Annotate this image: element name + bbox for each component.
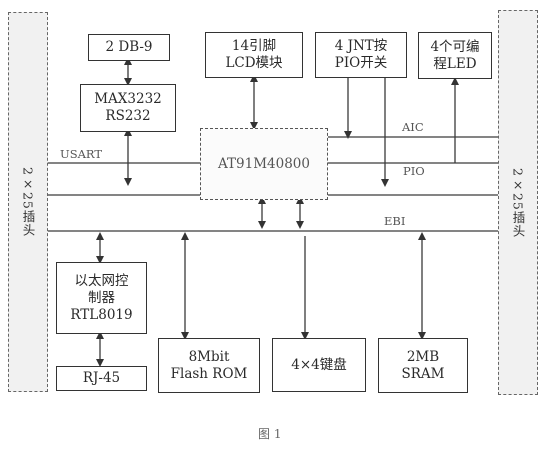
max3232-block: MAX3232 RS232 [80, 84, 176, 132]
keypad-block: 4×4键盘 [272, 338, 366, 392]
ebi-label: EBI [384, 214, 406, 228]
led-label: 程LED [433, 55, 477, 72]
lcd-module-label: LCD模块 [225, 55, 283, 71]
keypad-label: 4×4键盘 [291, 356, 347, 373]
pio-switch-label: PIO开关 [334, 55, 388, 71]
left-header-connector: 2×25插头 [8, 12, 48, 392]
right-header-connector: 2×25插头 [498, 10, 538, 395]
jnt-label: 4 JNT按 [334, 38, 388, 54]
lcd-block: 14引脚 LCD模块 [205, 32, 303, 78]
sram-size-label: 2MB [406, 348, 440, 365]
db9-block: 2 DB-9 [88, 34, 170, 61]
lcd-pins-label: 14引脚 [231, 38, 277, 54]
figure-caption: 图 1 [258, 427, 282, 441]
led-count-label: 4个可编 [430, 38, 480, 55]
cpu-label: AT91M40800 [218, 155, 310, 172]
max3232-label: MAX3232 [94, 91, 162, 107]
cpu-block: AT91M40800 [200, 128, 328, 200]
led-block: 4个可编 程LED [418, 32, 492, 79]
pio-label: PIO [403, 164, 425, 178]
sram-label: SRAM [401, 365, 445, 382]
flash-size-label: 8Mbit [188, 348, 230, 365]
aic-label: AIC [402, 120, 424, 134]
ethernet-label-1: 以太网控 [74, 272, 129, 289]
flash-rom-label: Flash ROM [170, 365, 248, 382]
rtl8019-label: RTL8019 [70, 306, 133, 323]
sram-block: 2MB SRAM [378, 338, 468, 393]
ethernet-label-2: 制器 [88, 289, 115, 306]
jnt-switch-block: 4 JNT按 PIO开关 [315, 32, 407, 78]
ethernet-controller-block: 以太网控 制器 RTL8019 [56, 262, 147, 334]
rj45-label: RJ-45 [82, 370, 121, 386]
rs232-label: RS232 [105, 108, 151, 124]
left-header-label: 2×25插头 [20, 167, 36, 237]
db9-label: 2 DB-9 [105, 39, 153, 55]
flash-rom-block: 8Mbit Flash ROM [158, 338, 260, 393]
right-header-label: 2×25插头 [510, 167, 526, 238]
rj45-block: RJ-45 [56, 366, 147, 391]
usart-label: USART [60, 147, 103, 161]
